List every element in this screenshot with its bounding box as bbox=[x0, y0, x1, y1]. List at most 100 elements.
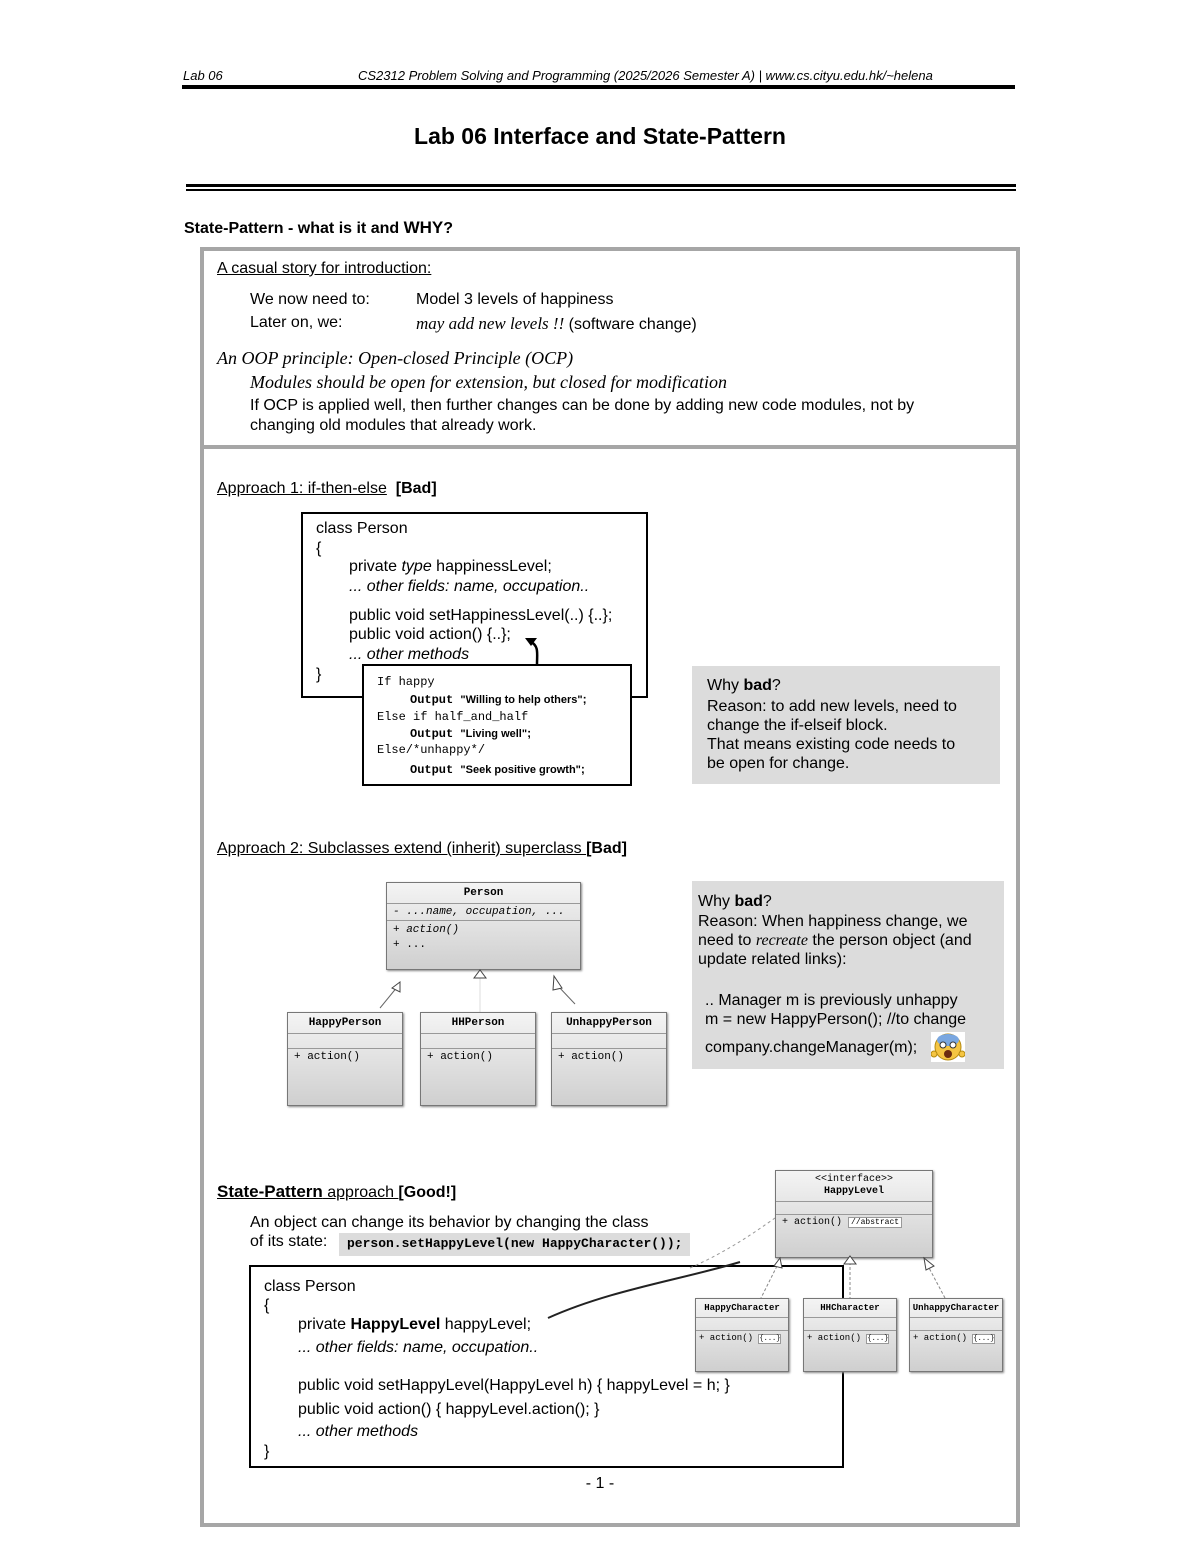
uml-unhappy-person: UnhappyPerson + action() bbox=[551, 1012, 667, 1106]
approach3-connector-lines bbox=[547, 1217, 776, 1319]
a1-popup-l4b: "Living well" bbox=[460, 728, 528, 740]
uml-happy-person: HappyPerson + action() bbox=[287, 1012, 403, 1106]
a2-why-q3: ? bbox=[762, 893, 772, 910]
a1-code-l3a: private bbox=[349, 558, 402, 575]
uml-unhappy-character-op: + action() bbox=[913, 1333, 968, 1343]
ocp-note-line1: If OCP is applied well, then further cha… bbox=[250, 397, 915, 414]
a3-code-l5: public void setHappyLevel(HappyLevel h) … bbox=[298, 1377, 730, 1394]
intro-row2-rest: (software change) bbox=[564, 316, 697, 333]
a1-code-l1: class Person bbox=[316, 520, 408, 537]
intro-row1-value: Model 3 levels of happiness bbox=[416, 291, 614, 308]
uml-unhappy-person-op: + action() bbox=[552, 1048, 666, 1065]
a3-code-l3a: private bbox=[298, 1316, 351, 1333]
approach3-snippet: person.setHappyLevel(new HappyCharacter(… bbox=[339, 1233, 691, 1256]
a1-popup-l2b: "Willing to help others" bbox=[460, 694, 583, 706]
section-heading: State-Pattern - what is it and WHY? bbox=[184, 218, 453, 238]
uml-happy-person-name: HappyPerson bbox=[308, 1017, 382, 1029]
approach3-desc2: of its state: bbox=[250, 1233, 328, 1250]
a2-why-r2c: the person object (and bbox=[807, 932, 972, 949]
a1-code-l4: ... other fields: name, occupation.. bbox=[349, 578, 590, 595]
uml-interface-attrs bbox=[776, 1201, 932, 1214]
a2-why-r3: update related links): bbox=[698, 951, 847, 968]
uml-hh-person: HHPerson + action() bbox=[420, 1012, 536, 1106]
a1-popup-l4c: ; bbox=[527, 726, 532, 740]
a2-why-r2: need to recreate the person object (and bbox=[698, 932, 972, 950]
uml-person-op1: + action() bbox=[393, 924, 460, 936]
page-number: - 1 - bbox=[585, 1475, 615, 1492]
approach2-heading: Approach 2: Subclasses extend (inherit) … bbox=[217, 840, 627, 858]
a1-popup-l4: Output "Living well"; bbox=[410, 726, 531, 741]
uml-hh-character-op-row: + action() {...} bbox=[804, 1330, 896, 1345]
a1-popup-l6c: ; bbox=[580, 762, 585, 776]
a1-popup-l2: Output "Willing to help others"; bbox=[410, 692, 587, 707]
scared-face-icon bbox=[930, 1032, 966, 1062]
a1-popup-l2c: ; bbox=[582, 692, 587, 706]
a1-why-r4: be open for change. bbox=[707, 755, 850, 772]
approach1-heading: Approach 1: if-then-else [Bad] bbox=[217, 480, 437, 498]
approach1-heading-text: Approach 1: if-then-else bbox=[217, 480, 387, 497]
a1-popup-l6: Output "Seek positive growth"; bbox=[410, 762, 585, 777]
a1-code-l6: public void action() {..}; bbox=[349, 626, 511, 643]
a3-code-l3b: HappyLevel bbox=[350, 1316, 441, 1333]
uml-interface-op: + action() bbox=[782, 1217, 843, 1228]
uml-interface-stereo: <<interface>> bbox=[814, 1174, 893, 1185]
a1-code-l8: } bbox=[316, 666, 322, 683]
uml-person-name: Person bbox=[463, 887, 504, 899]
uml-interface-note: //abstract bbox=[848, 1217, 903, 1228]
a1-popup-l3: Else if half_and_half bbox=[377, 710, 529, 724]
a1-popup-l4a: Output bbox=[410, 727, 461, 741]
a1-popup-l6a: Output bbox=[410, 763, 461, 777]
header-rule bbox=[182, 85, 1015, 89]
section-heading-why: WHY bbox=[403, 218, 444, 237]
a2-why-c3: company.changeManager(m); bbox=[705, 1039, 918, 1056]
uml-hh-character: HHCharacter + action() {...} bbox=[803, 1298, 897, 1372]
a3-code-l4: ... other fields: name, occupation.. bbox=[298, 1339, 539, 1356]
uml-hh-person-attrs bbox=[421, 1033, 535, 1048]
a3-code-l8: } bbox=[264, 1443, 270, 1460]
a3-code-l7: ... other methods bbox=[298, 1423, 419, 1440]
a1-popup-l6b: "Seek positive growth" bbox=[460, 764, 581, 776]
a2-why-q2: bad bbox=[734, 893, 763, 910]
frame-divider bbox=[204, 445, 1016, 449]
a2-why-c1: .. Manager m is previously unhappy bbox=[705, 992, 958, 1009]
intro-row2-value: may add new levels !! (software change) bbox=[416, 314, 697, 334]
uml-unhappy-person-name: UnhappyPerson bbox=[566, 1017, 652, 1029]
uml-hh-character-op: + action() bbox=[807, 1333, 862, 1343]
uml-unhappy-character-op-row: + action() {...} bbox=[910, 1330, 1002, 1345]
page-title: Lab 06 Interface and State-Pattern bbox=[414, 123, 786, 149]
intro-row1-label: We now need to: bbox=[250, 291, 370, 308]
uml-person-ops: + action() + ... bbox=[387, 920, 580, 955]
a2-why-r2a: need to bbox=[698, 932, 756, 949]
header-left: Lab 06 bbox=[183, 68, 223, 83]
header-right: CS2312 Problem Solving and Programming (… bbox=[358, 68, 933, 83]
approach2-tag: [Bad] bbox=[586, 840, 627, 857]
intro-row2-label: Later on, we: bbox=[250, 314, 343, 331]
uml-happylevel-interface: <<interface>> HappyLevel + action() //ab… bbox=[775, 1170, 933, 1258]
section-heading-end: ? bbox=[443, 220, 454, 237]
a1-code-l2: { bbox=[316, 540, 322, 557]
approach3-heading-rest: approach bbox=[322, 1184, 399, 1201]
a1-why-q: Why bad? bbox=[707, 677, 781, 695]
a1-why-r1: Reason: to add new levels, need to bbox=[707, 698, 957, 715]
uml-interface-name: HappyLevel bbox=[823, 1186, 884, 1197]
approach2-inheritance-lines bbox=[379, 969, 576, 1012]
a1-why-q1: Why bbox=[707, 677, 744, 694]
a3-code-l6: public void action() { happyLevel.action… bbox=[298, 1401, 600, 1418]
uml-happy-person-op: + action() bbox=[288, 1048, 402, 1065]
approach1-popup bbox=[362, 664, 632, 786]
a3-code-l2: { bbox=[264, 1297, 270, 1314]
a1-curved-arrow bbox=[525, 638, 539, 665]
a1-code-l3: private type happinessLevel; bbox=[349, 558, 552, 576]
uml-happy-character: HappyCharacter + action() {...} bbox=[695, 1298, 789, 1372]
uml-person-op2: + ... bbox=[393, 939, 427, 951]
uml-happy-character-note: {...} bbox=[758, 1334, 782, 1344]
uml-unhappy-character-attrs bbox=[910, 1317, 1002, 1330]
ocp-note-line2: changing old modules that already work. bbox=[250, 417, 537, 434]
a2-why-q1: Why bbox=[698, 893, 735, 910]
uml-hh-character-attrs bbox=[804, 1317, 896, 1330]
uml-happy-person-attrs bbox=[288, 1033, 402, 1048]
a1-code-l3b: type bbox=[401, 558, 432, 575]
a1-popup-l2a: Output bbox=[410, 693, 461, 707]
approach3-heading: State-Pattern approach [Good!] bbox=[217, 1182, 456, 1202]
approach3-tag: [Good!] bbox=[398, 1184, 457, 1201]
